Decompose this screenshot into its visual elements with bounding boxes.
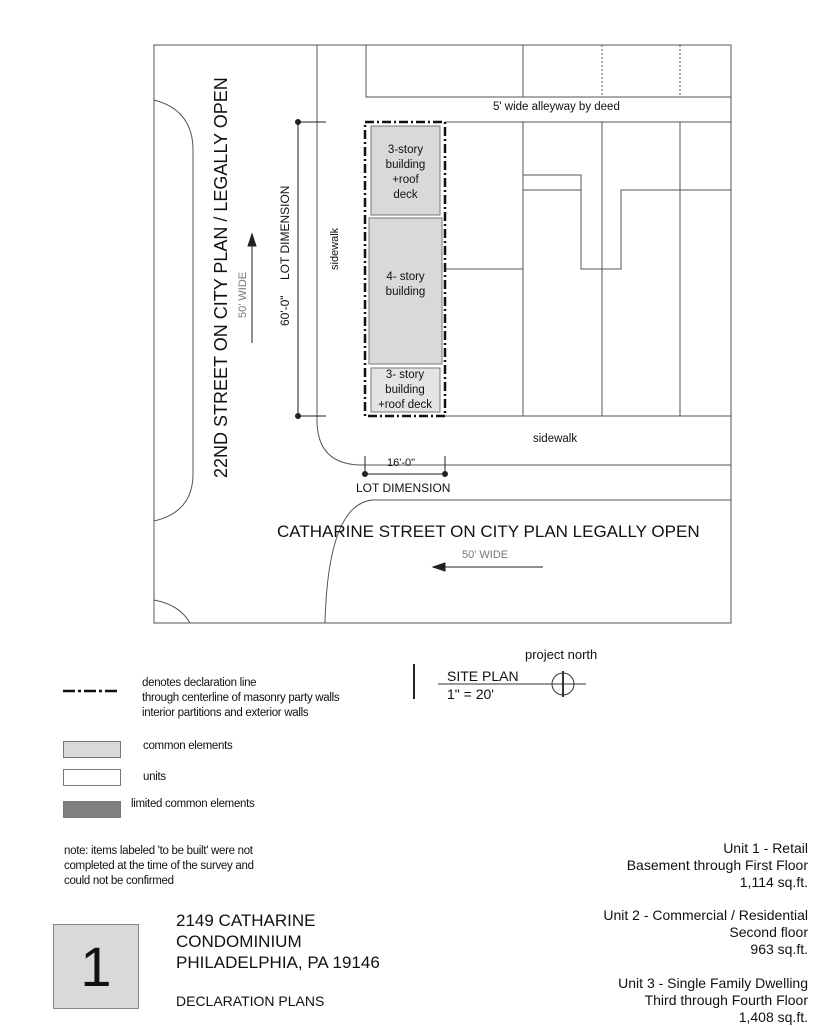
building-front-label: 3- story building +roof deck (365, 368, 445, 413)
unit-name: Unit 2 - Commercial / Residential (603, 907, 808, 923)
limited-common-swatch (63, 801, 121, 818)
sidewalk-west-label: sidewalk (329, 227, 341, 270)
units-label: units (143, 771, 166, 783)
street-south-width: 50' WIDE (462, 549, 509, 561)
west-curb (153, 99, 194, 522)
lot-width-value: 16'-0" (387, 457, 416, 469)
scale-label: 1" = 20' (447, 686, 494, 702)
sheet-number-box: 1 (53, 924, 139, 1009)
legend-line: interior partitions and exterior walls (142, 707, 309, 719)
project-name-line: CONDOMINIUM (176, 932, 302, 951)
declaration-legend-text: denotes declaration line through centerl… (142, 676, 340, 721)
lot-depth-label: LOT DIMENSION (278, 185, 292, 280)
project-name: 2149 CATHARINE CONDOMINIUM PHILADELPHIA,… (176, 910, 380, 973)
legend-line: denotes declaration line (142, 677, 257, 689)
street-west-label: 22ND STREET ON CITY PLAN / LEGALLY OPEN (211, 77, 231, 478)
block-edge (316, 45, 731, 466)
building-rear-label: 3-story building +roof deck (371, 143, 440, 203)
site-plan-label: SITE PLAN (447, 668, 519, 684)
alley-label: 5' wide alleyway by deed (493, 101, 620, 113)
unit-area: 1,408 sq.ft. (738, 1009, 808, 1025)
building-front (370, 367, 441, 413)
label-line: building (385, 286, 426, 298)
label-line: 3- story (385, 369, 425, 381)
survey-note: note: items labeled 'to be built' were n… (64, 844, 254, 889)
arrow-north-icon (247, 232, 257, 343)
street-west-width: 50' WIDE (237, 271, 249, 318)
project-name-line: 2149 CATHARINE (176, 911, 316, 930)
building-middle-label: 4- story building (369, 270, 442, 300)
label-line: deck (393, 189, 418, 201)
project-north-label: project north (525, 647, 598, 662)
south-curb (324, 499, 731, 624)
units-swatch (63, 769, 121, 786)
common-elements-swatch (63, 741, 121, 758)
lot-width-label: LOT DIMENSION (356, 481, 451, 495)
label-line: +roof (392, 174, 419, 186)
lot-width-dimension (362, 456, 448, 477)
note-line: note: items labeled 'to be built' were n… (64, 845, 253, 857)
building-rear (370, 125, 441, 216)
note-line: could not be confirmed (64, 875, 174, 887)
north-arrow-icon (551, 671, 575, 697)
label-line: building (385, 384, 425, 396)
lot-depth-value: 60'-0" (278, 295, 292, 326)
legend-line: through centerline of masonry party wall… (142, 692, 340, 704)
unit-area: 963 sq.ft. (750, 941, 808, 957)
note-line: completed at the time of the survey and (64, 860, 254, 872)
limited-common-label: limited common elements (131, 798, 255, 810)
lot-line (523, 174, 731, 270)
declaration-line (363, 120, 447, 418)
project-subtitle: DECLARATION PLANS (176, 993, 325, 1009)
unit-name: Unit 1 - Retail (723, 840, 808, 856)
lot-depth-dimension (295, 119, 326, 419)
unit-2-info: Unit 2 - Commercial / Residential Second… (603, 907, 808, 958)
building-middle (368, 217, 443, 365)
sheet-number: 1 (80, 934, 112, 998)
arrow-west-icon (431, 562, 543, 572)
sidewalk-south-label: sidewalk (533, 433, 578, 445)
project-name-line: PHILADELPHIA, PA 19146 (176, 953, 380, 972)
sw-curb (153, 599, 191, 624)
plan-frame (153, 44, 732, 624)
label-line: building (385, 159, 426, 171)
unit-name: Unit 3 - Single Family Dwelling (618, 975, 808, 991)
unit-floors: Third through Fourth Floor (644, 992, 808, 1008)
unit-floors: Second floor (729, 924, 808, 940)
street-south-label: CATHARINE STREET ON CITY PLAN LEGALLY OP… (277, 522, 700, 541)
unit-floors: Basement through First Floor (626, 857, 808, 873)
label-line: 3-story (387, 144, 424, 156)
unit-1-info: Unit 1 - Retail Basement through First F… (627, 840, 808, 891)
label-line: 4- story (386, 271, 425, 283)
common-elements-label: common elements (143, 740, 233, 752)
unit-3-info: Unit 3 - Single Family Dwelling Third th… (618, 975, 808, 1026)
unit-area: 1,114 sq.ft. (739, 874, 808, 890)
label-line: +roof deck (377, 399, 433, 411)
north-block (365, 45, 731, 98)
